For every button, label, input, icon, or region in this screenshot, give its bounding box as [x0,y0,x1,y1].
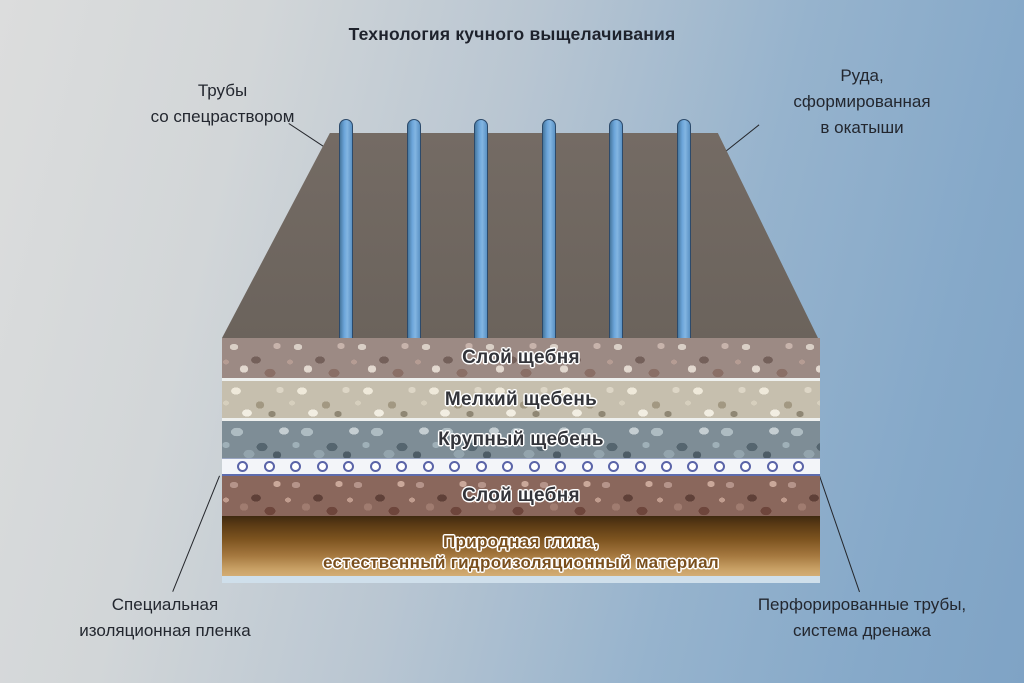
layer-divider [222,418,820,421]
perforated-pipe-circle [660,461,672,472]
perforated-pipe-circle [608,461,620,472]
layer-label: Мелкий щебень [444,388,598,410]
layer-natural-clay: Природная глина, естественный гидроизоля… [222,516,820,576]
label-line: Руда, [840,66,884,85]
label-insulation-film: Специальная изоляционная пленка [20,592,310,644]
label-ore-pellets: Руда, сформированная в окатыши [727,63,997,141]
layer-crushed-stone-top: Слой щебня [222,338,820,378]
label-line: изоляционная пленка [79,621,251,640]
layer-fine-crushed-stone: Мелкий щебень [222,381,820,418]
label-line: Трубы [197,81,248,100]
perforated-pipe-circle [581,461,593,472]
clay-label: Природная глина, естественный гидроизоля… [222,531,820,573]
layer-label: Слой щебня [462,347,580,368]
ore-heap-trapezoid [222,133,818,338]
layer-label: Слой щебня [462,485,580,506]
page-title: Технология кучного выщелачивания [348,24,676,44]
perforated-pipe-circle [316,461,328,472]
perforated-pipe-circle [766,461,778,472]
perforated-pipe-circle [740,461,752,472]
solution-pipe [609,119,624,338]
label-line: Перфорированные трубы, [757,595,967,614]
perforated-pipe-circle [528,461,540,472]
layer-crushed-stone-bottom: Слой щебня [222,476,820,516]
layer-label: Крупный щебень [438,428,604,450]
solution-pipe [339,119,353,338]
perforated-pipe-circle [713,461,725,472]
clay-label-line: естественный гидроизоляционный материал [322,553,720,572]
perforated-drainage-pipes-row [222,458,820,476]
perforated-pipe-circle [422,461,434,472]
perforated-pipe-circle [343,461,355,472]
perforated-pipe-circle [687,461,699,472]
label-line: со спецраствором [150,107,295,126]
perforated-pipe-circle [634,461,646,472]
label-line: Специальная [111,595,219,614]
label-line: в окатыши [820,118,904,137]
perforated-pipe-circle [237,461,249,472]
perforated-pipe-circle [449,461,461,472]
solution-pipe [677,119,691,338]
clay-label-line: Природная глина, [443,532,599,551]
label-line: система дренажа [793,621,931,640]
block-bottom-edge [222,576,820,583]
ground-layers-block: Слой щебня Мелкий щебень Крупный щебень … [222,338,820,583]
perforated-pipe-circle [793,461,805,472]
layer-divider [222,378,820,381]
solution-pipe [406,119,421,338]
label-pipes-with-solution: Трубы со спецраствором [85,78,360,130]
solution-pipe [474,119,489,338]
label-perforated-pipes-drainage: Перфорированные трубы, система дренажа [695,592,1024,644]
perforated-pipe-circle [555,461,567,472]
perforated-pipe-circle [263,461,275,472]
perforated-pipe-circle [502,461,514,472]
label-line: сформированная [793,92,931,111]
solution-pipe [541,119,556,338]
layer-coarse-crushed-stone: Крупный щебень [222,421,820,458]
leader-line-drainage [816,467,860,593]
leader-line-film [172,475,220,592]
perforated-pipe-circle [475,461,487,472]
perforated-pipe-circle [290,461,302,472]
perforated-pipe-circle [369,461,381,472]
perforated-pipe-circle [396,461,408,472]
